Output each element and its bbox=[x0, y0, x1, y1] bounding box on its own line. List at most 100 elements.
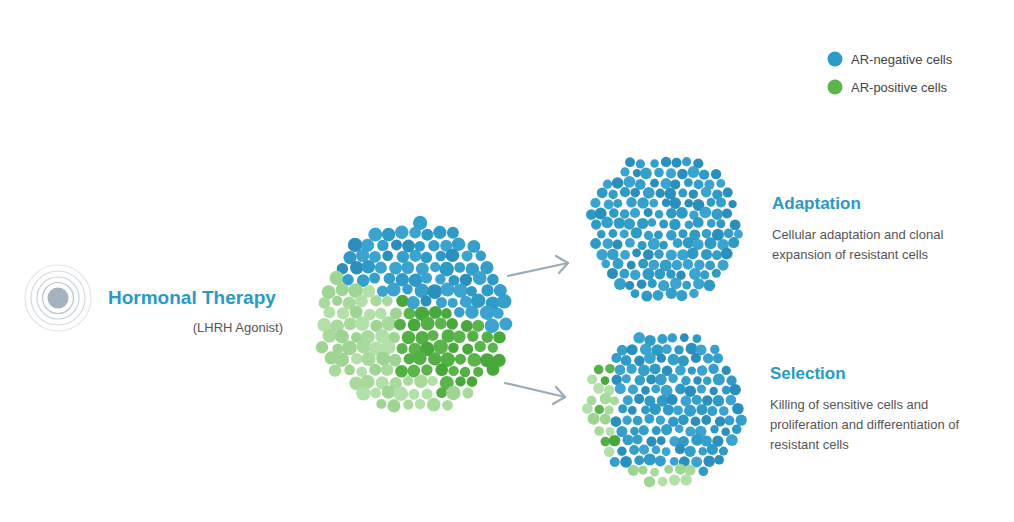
cell bbox=[703, 455, 715, 467]
cell bbox=[454, 307, 465, 318]
cell bbox=[605, 364, 615, 374]
cell bbox=[654, 269, 665, 280]
cell bbox=[446, 386, 460, 400]
cell bbox=[481, 284, 493, 296]
cell bbox=[675, 384, 686, 395]
cell bbox=[644, 352, 656, 364]
cell bbox=[711, 169, 721, 179]
cell bbox=[415, 399, 426, 410]
cell bbox=[714, 455, 724, 465]
cell bbox=[662, 344, 672, 354]
cell bbox=[653, 290, 664, 301]
cell bbox=[659, 220, 668, 229]
cell bbox=[712, 269, 721, 278]
cell bbox=[473, 367, 483, 377]
cell bbox=[462, 250, 473, 261]
cell bbox=[682, 157, 691, 166]
cell bbox=[680, 333, 689, 342]
cell bbox=[382, 251, 393, 262]
cell bbox=[662, 199, 671, 208]
cell bbox=[441, 308, 452, 319]
cell bbox=[624, 176, 636, 188]
cell bbox=[429, 306, 442, 319]
cell bbox=[673, 405, 683, 415]
cell bbox=[630, 208, 640, 218]
heading: Hormonal Therapy bbox=[108, 287, 283, 309]
cell bbox=[428, 330, 439, 341]
cell bbox=[655, 210, 664, 219]
cell bbox=[617, 447, 626, 456]
cell bbox=[362, 260, 376, 274]
cell bbox=[413, 351, 427, 365]
therapy-icon bbox=[25, 265, 91, 331]
cell bbox=[604, 447, 614, 457]
cell bbox=[688, 366, 696, 374]
cell bbox=[595, 405, 604, 414]
cell bbox=[414, 375, 428, 389]
cell bbox=[644, 476, 655, 487]
cell bbox=[324, 306, 336, 318]
cell bbox=[467, 330, 478, 341]
cell bbox=[663, 404, 674, 415]
cell bbox=[465, 305, 479, 319]
cell bbox=[433, 226, 446, 239]
cell bbox=[614, 217, 625, 228]
cell bbox=[613, 258, 624, 269]
cell bbox=[681, 396, 692, 407]
cell bbox=[493, 331, 505, 343]
cell bbox=[600, 393, 611, 404]
cell bbox=[421, 252, 433, 264]
cell bbox=[685, 446, 696, 457]
cell bbox=[376, 399, 386, 409]
cell bbox=[497, 294, 511, 308]
cell bbox=[620, 187, 630, 197]
cell bbox=[675, 424, 684, 433]
cell bbox=[421, 272, 432, 283]
cell bbox=[630, 427, 639, 436]
cell bbox=[404, 308, 416, 320]
cell bbox=[693, 334, 702, 343]
cell bbox=[316, 341, 328, 353]
cell bbox=[668, 354, 680, 366]
cell bbox=[675, 464, 686, 475]
cell bbox=[693, 278, 704, 289]
cell bbox=[659, 241, 668, 250]
cell bbox=[639, 425, 649, 435]
cell bbox=[467, 376, 478, 387]
cell bbox=[722, 366, 731, 375]
cell bbox=[656, 415, 665, 424]
cell bbox=[369, 364, 381, 376]
cell bbox=[712, 209, 723, 220]
cell bbox=[628, 406, 637, 415]
cell bbox=[634, 394, 644, 404]
cell bbox=[650, 363, 661, 374]
cell bbox=[421, 317, 435, 331]
cell bbox=[701, 415, 711, 425]
cell bbox=[643, 249, 654, 260]
cell bbox=[725, 416, 735, 426]
cell bbox=[389, 354, 402, 367]
cell bbox=[635, 375, 646, 386]
cell bbox=[673, 238, 683, 248]
cell bbox=[623, 435, 634, 446]
cell bbox=[582, 403, 593, 414]
cell bbox=[355, 316, 370, 331]
cell bbox=[678, 355, 689, 366]
cell bbox=[637, 197, 649, 209]
cell bbox=[710, 387, 718, 395]
cell bbox=[681, 376, 690, 385]
cell bbox=[669, 219, 680, 230]
cell bbox=[614, 278, 626, 290]
cell bbox=[409, 250, 421, 262]
cell bbox=[723, 188, 733, 198]
cell bbox=[455, 354, 466, 365]
cell bbox=[699, 467, 709, 477]
cell bbox=[657, 334, 667, 344]
cell bbox=[344, 365, 355, 376]
cell bbox=[409, 227, 421, 239]
cell bbox=[688, 166, 700, 178]
cell bbox=[633, 332, 645, 344]
cell bbox=[601, 376, 610, 385]
cell bbox=[689, 289, 698, 298]
cell bbox=[708, 364, 718, 374]
